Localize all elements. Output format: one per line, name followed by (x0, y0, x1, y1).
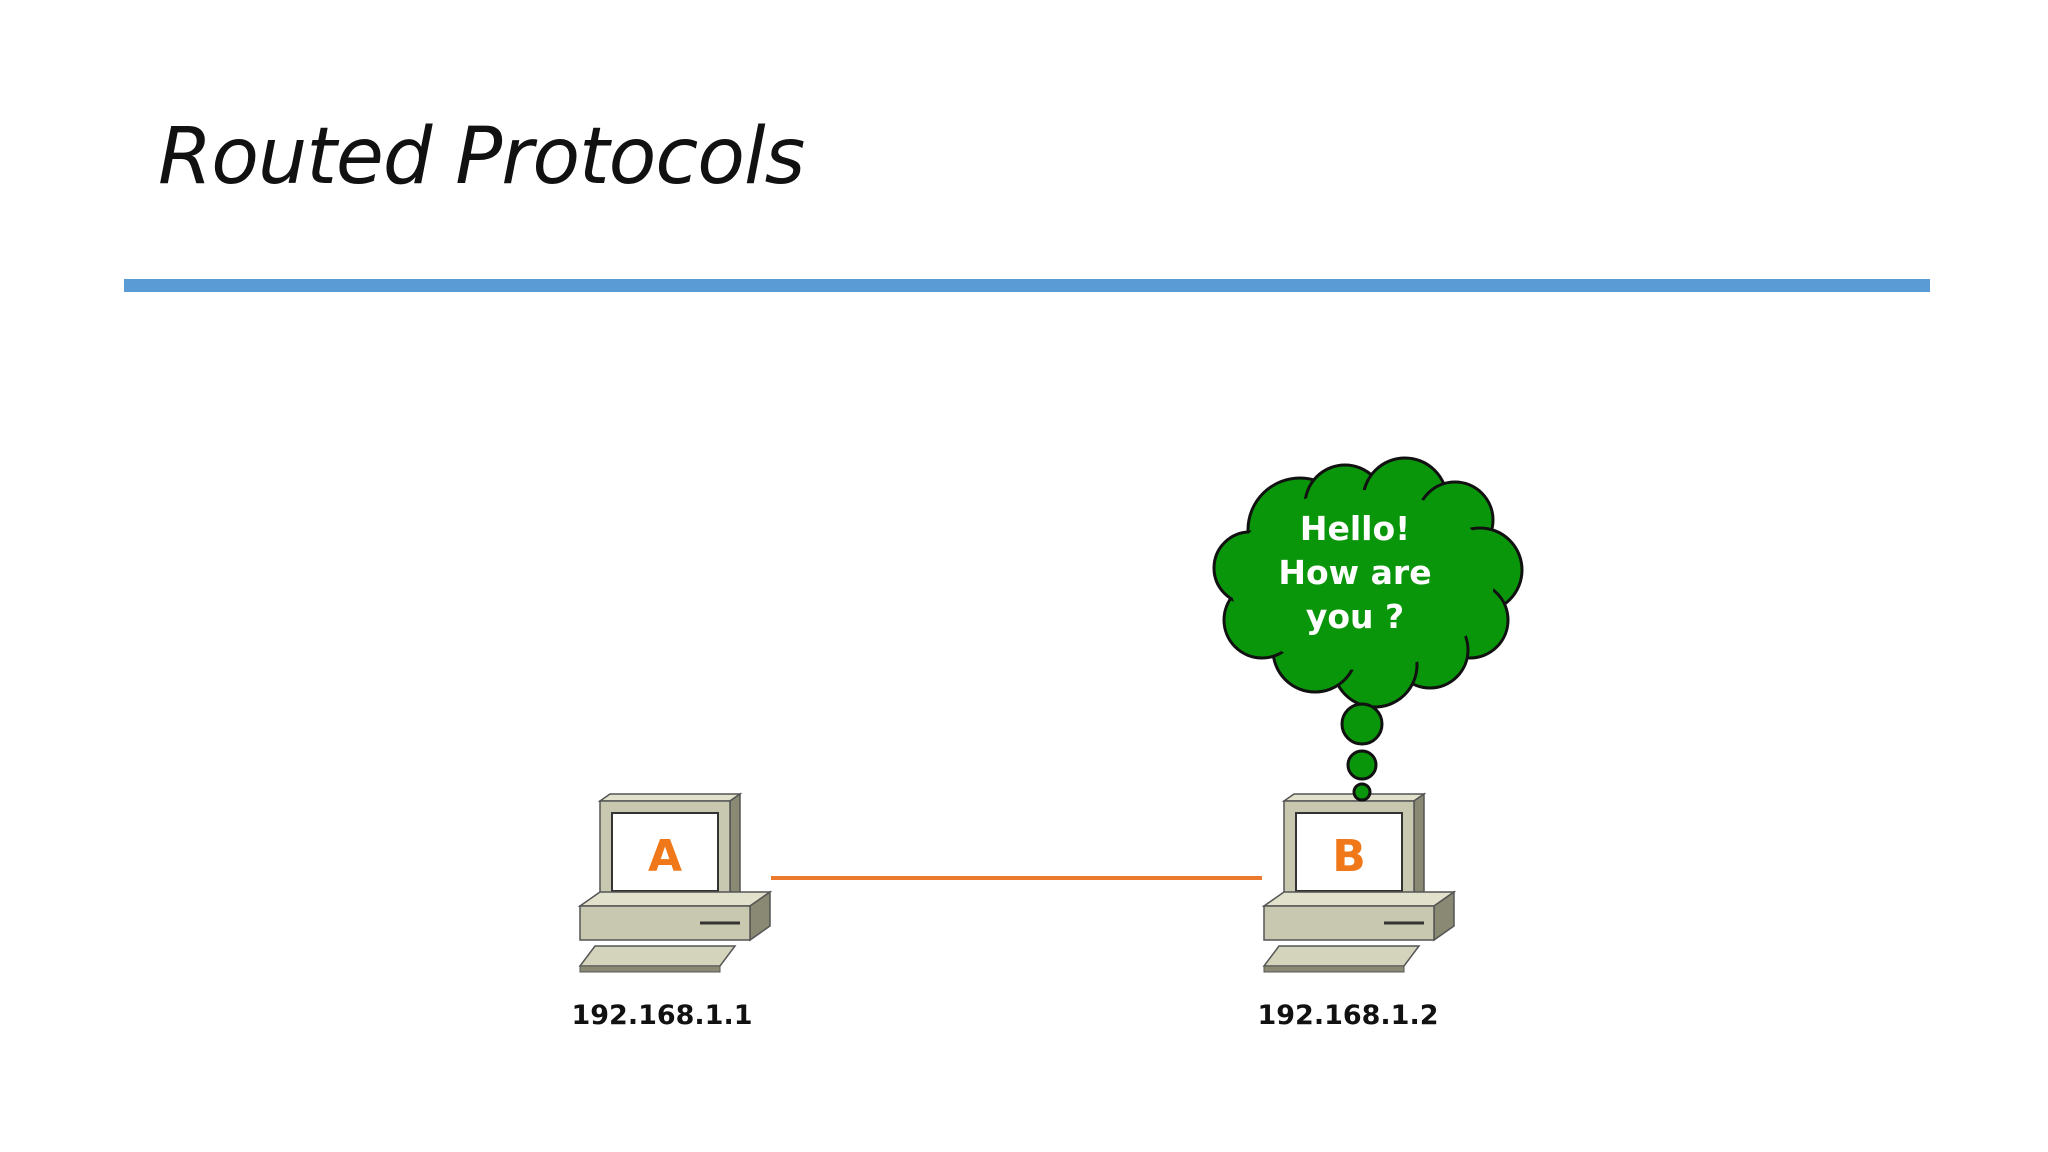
thought-dot-medium (1346, 749, 1378, 781)
computer-b-label: B (1332, 831, 1366, 882)
thought-dot-large (1340, 702, 1384, 746)
bubble-line-2: How are (1278, 553, 1431, 592)
bubble-line-3: you ? (1306, 597, 1404, 636)
computer-b: B (1261, 792, 1457, 973)
computer-a: A (577, 792, 773, 973)
computer-a-ip: 192.168.1.1 (571, 1000, 752, 1031)
computer-b-ip: 192.168.1.2 (1257, 1000, 1438, 1031)
desktop-computer-icon (577, 792, 773, 973)
thought-dot-small (1352, 782, 1372, 802)
thought-cloud-icon (1212, 456, 1524, 709)
computer-a-label: A (648, 831, 682, 882)
desktop-computer-icon (1261, 792, 1457, 973)
bubble-line-1: Hello! (1300, 509, 1410, 548)
slide-title: Routed Protocols (158, 112, 805, 202)
thought-bubble: Hello! How are you ? (1212, 456, 1524, 802)
title-underline (124, 279, 1930, 292)
